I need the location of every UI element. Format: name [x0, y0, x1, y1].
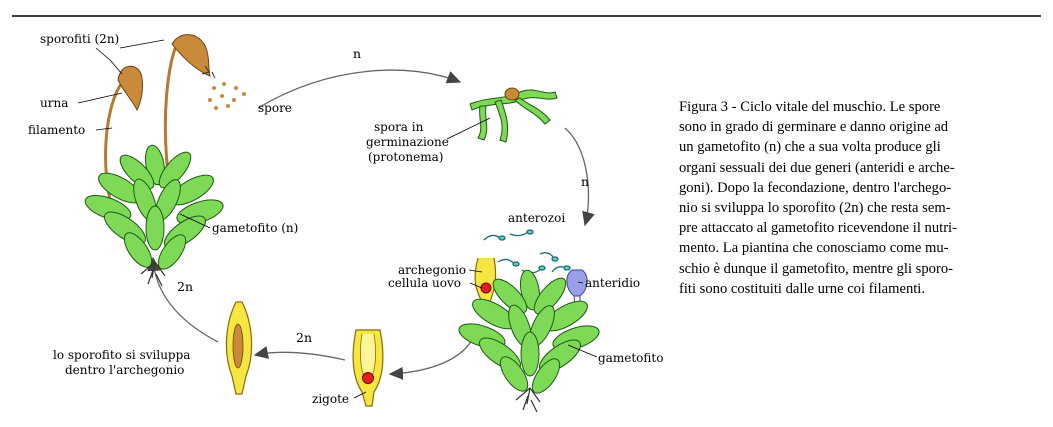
- caption-line: mento. La piantina che conosciamo come m…: [679, 238, 1031, 258]
- label-gametofito-n: gametofito (n): [212, 221, 298, 235]
- arrow-zygote-to-sporophyte: [255, 352, 345, 360]
- caption-line: organi sessuali dei due generi (anteridi…: [679, 158, 1031, 178]
- anterozoids: [484, 230, 570, 273]
- moss-plant-left: [82, 35, 226, 286]
- label-spora-1: spora in: [374, 120, 424, 134]
- caption-line: sono in grado di germinare e danno origi…: [679, 117, 1031, 137]
- arrow-gametophyte-to-zygote: [390, 340, 472, 374]
- figure-caption: Figura 3 - Ciclo vitale del muschio. Le …: [679, 97, 1031, 299]
- label-spore: spore: [258, 101, 292, 115]
- label-sviluppa-2: dentro l'archegonio: [65, 363, 184, 377]
- label-anteridio: anteridio: [585, 276, 640, 290]
- label-gametofito: gametofito: [598, 351, 663, 365]
- egg-cell: [481, 283, 491, 293]
- label-spora-3: (protonema): [368, 150, 443, 164]
- caption-line: fiti sono costituiti dalle urne coi fila…: [679, 279, 1031, 299]
- caption-line: goni). Dopo la fecondazione, dentro l'ar…: [679, 178, 1031, 198]
- label-anterozoi: anterozoi: [508, 211, 565, 225]
- caption-line: schio è dunque il gametofito, mentre gli…: [679, 259, 1031, 279]
- label-2n-bottom: 2n: [296, 330, 312, 345]
- label-n-top: n: [353, 46, 361, 61]
- label-cellula-uovo: cellula uovo: [388, 276, 461, 290]
- label-2n-left: 2n: [177, 279, 193, 294]
- label-archegonio: archegonio: [398, 263, 466, 277]
- label-sporofiti: sporofiti (2n): [40, 32, 119, 46]
- zygote-cell: [363, 373, 374, 384]
- caption-line: nio si sviluppa lo sporofito (2n) che re…: [679, 198, 1031, 218]
- label-sviluppa-1: lo sporofito si sviluppa: [53, 348, 190, 362]
- label-n-right: n: [581, 174, 589, 189]
- protonema: [470, 88, 557, 142]
- zygote-archegonium: [353, 330, 383, 406]
- label-spora-2: germinazione: [366, 135, 449, 149]
- moss-plant-right: [456, 258, 602, 412]
- spores-dots: [208, 82, 246, 110]
- caption-line: pre attaccato al gametofito ricevendone …: [679, 218, 1031, 238]
- caption-line: un gametofito (n) che a sua volta produc…: [679, 137, 1031, 157]
- label-urna: urna: [40, 96, 68, 110]
- archegonium: [475, 258, 496, 302]
- sporophyte-in-archegonium: [226, 302, 251, 394]
- label-zigote: zigote: [312, 392, 349, 406]
- arrow-sporophyte-to-moss: [153, 258, 218, 342]
- caption-line: Figura 3 - Ciclo vitale del muschio. Le …: [679, 97, 1031, 117]
- label-filamento: filamento: [28, 123, 85, 137]
- capsule-urna-1: [118, 66, 143, 110]
- capsule-urna-2: [172, 35, 210, 76]
